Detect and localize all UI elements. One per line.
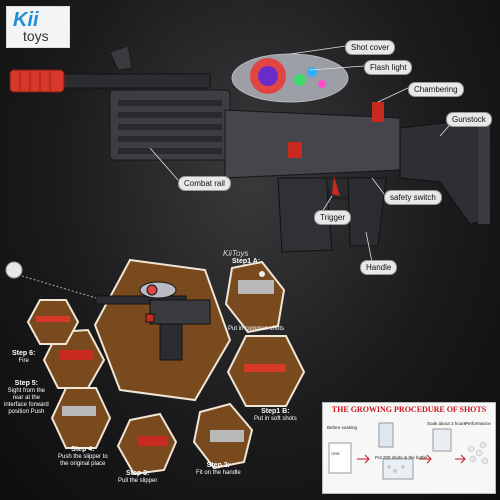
gun-muzzle xyxy=(9,69,65,93)
step5-caption: Step 5: Sight from the rear at the inter… xyxy=(4,380,49,416)
logo-toys-text: toys xyxy=(23,28,49,44)
step6-text: Fire xyxy=(18,358,29,364)
step5-text-1: Sight from the xyxy=(7,388,46,394)
chambering-handle xyxy=(372,102,384,122)
front-sight xyxy=(109,45,133,71)
hex-step1a xyxy=(224,260,286,334)
brand-logo: Kii toys xyxy=(6,6,70,48)
scope-body xyxy=(231,53,349,103)
step3-text: Pull the slipper xyxy=(118,478,158,484)
procedure-soak-label: Soak about 3 hours xyxy=(427,421,467,426)
step1a-title: Step1 A: xyxy=(232,258,261,265)
watermark-text: KiiToys xyxy=(223,249,249,258)
packet-label: ORB xyxy=(331,451,340,456)
step2-text: Fit on the handle xyxy=(196,470,241,476)
callout-combat-rail: Combat rail xyxy=(178,176,231,191)
step3-title: Step 3: xyxy=(126,470,150,477)
step5-text-3: interface forward xyxy=(4,402,49,408)
gun-barrel xyxy=(59,73,211,89)
gunstock xyxy=(399,119,489,225)
step5-title: Step 5: xyxy=(14,380,39,387)
callout-flash-light: Flash light xyxy=(364,60,413,75)
callout-gunstock: Gunstock xyxy=(446,112,492,127)
callout-handle: Handle xyxy=(360,260,398,275)
logo-kii-text: Kii xyxy=(13,9,39,31)
procedure-note-label: Put 200 shots in the bottle xyxy=(375,455,428,460)
callout-trigger: Trigger xyxy=(314,210,352,225)
step4-text-2: the original place xyxy=(60,461,106,467)
step6-title: Step 6: xyxy=(12,350,36,357)
step1a-caption: Step1 A: xyxy=(232,258,260,266)
step4-title: Step 4: xyxy=(71,446,95,453)
gun-magazine xyxy=(277,177,333,253)
step4-caption: Step 4: Push the slipper to the original… xyxy=(58,446,108,468)
step6-caption: Step 6: Fire xyxy=(12,350,35,365)
hex-step4 xyxy=(50,387,112,449)
step1b-caption: Step1 B: Put in soft shots xyxy=(254,408,297,423)
callout-shot-cover: Shot cover xyxy=(345,40,396,55)
growing-procedure-panel: THE GROWING PROCEDURE OF SHOTS ORB Befor… xyxy=(322,402,496,494)
step4-text-1: Push the slipper to xyxy=(58,454,108,460)
mini-gun xyxy=(95,281,211,361)
procedure-title: THE GROWING PROCEDURE OF SHOTS xyxy=(331,405,487,414)
step3-caption: Step 3: Pull the slipper xyxy=(118,470,157,485)
step1b-text: Put in soft shots xyxy=(254,416,297,422)
step5-text-2: rear at the xyxy=(12,395,41,401)
callout-chambering: Chambering xyxy=(408,82,464,97)
gun-trigger xyxy=(332,176,340,196)
gun-grip xyxy=(347,177,387,247)
step2-caption: Step 2: Fit on the handle xyxy=(196,462,241,477)
procedure-before-label: Before soaking xyxy=(327,425,358,430)
procedure-performance-label: Performance xyxy=(465,421,491,426)
red-button xyxy=(288,142,302,158)
step1a-text: Put in common shots xyxy=(228,326,285,332)
step2-title: Step 2: xyxy=(206,462,231,469)
step1b-title: Step1 B: xyxy=(261,408,290,415)
callout-safety-switch: safety switch xyxy=(384,190,442,205)
shot-ball xyxy=(5,261,23,279)
step5-text-4: position Push xyxy=(8,409,45,415)
procedure-illustration: ORB xyxy=(328,422,489,480)
